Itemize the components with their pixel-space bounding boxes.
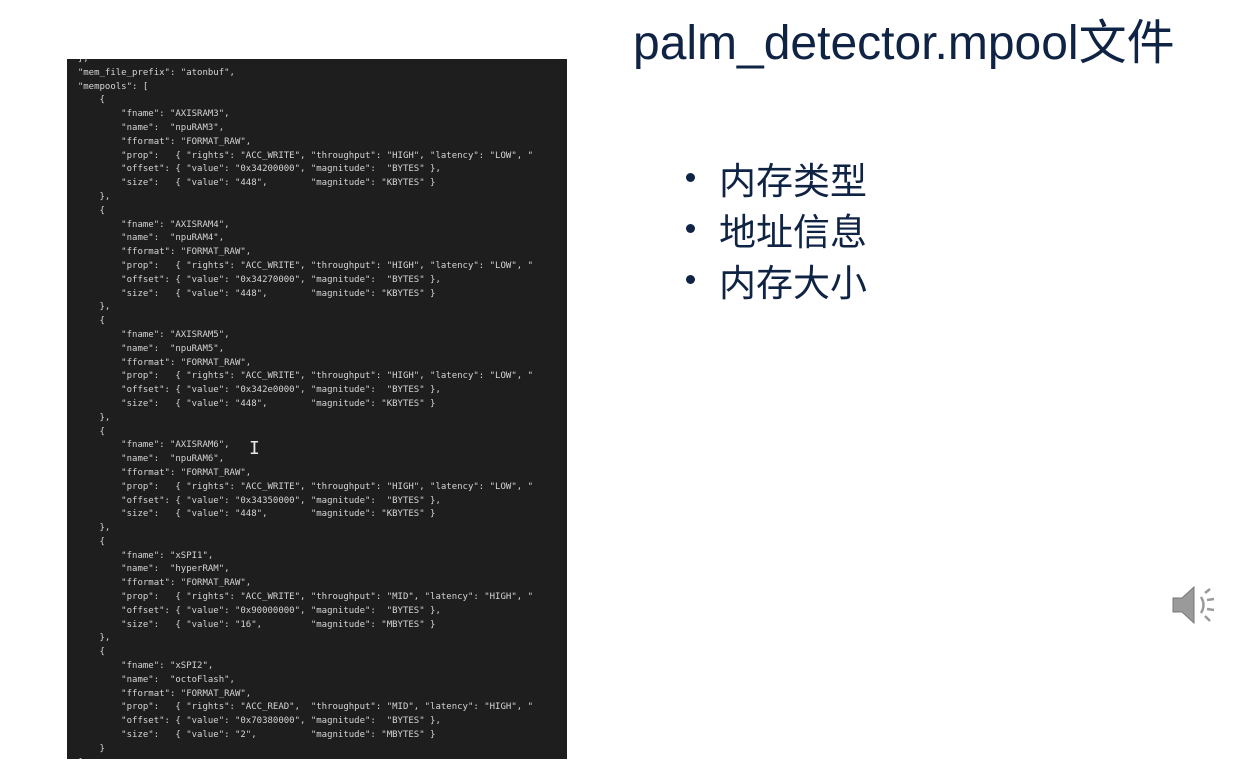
code-lines: }, "mem_file_prefix": "atonbuf", "mempoo… [67, 59, 533, 759]
code-line: "fformat": "FORMAT_RAW", [67, 357, 252, 368]
speaker-icon[interactable] [1170, 580, 1222, 630]
bullet-dot-icon [686, 275, 695, 284]
code-line: "prop": { "rights": "ACC_WRITE", "throug… [67, 481, 533, 492]
code-line: }, [67, 59, 89, 64]
bullet-text: 地址信息 [719, 210, 867, 254]
code-line: { [67, 536, 105, 547]
code-line: "fname": "AXISRAM5", [67, 329, 230, 340]
code-line: }, [67, 523, 111, 534]
code-line: "fformat": "FORMAT_RAW", [67, 578, 252, 589]
code-line: "mempools": [ [67, 81, 149, 92]
code-line: "size": { "value": "16", "magnitude": "M… [67, 619, 436, 630]
code-line: "size": { "value": "448", "magnitude": "… [67, 288, 436, 299]
code-line: "mem_file_prefix": "atonbuf", [67, 67, 235, 78]
code-line: "size": { "value": "448", "magnitude": "… [67, 509, 436, 520]
code-line: "offset": { "value": "0x34270000", "magn… [67, 274, 441, 285]
code-line: { [67, 95, 105, 106]
code-line: { [67, 426, 105, 437]
code-line: ] [67, 757, 533, 759]
code-line: { [67, 316, 105, 327]
code-line: "prop": { "rights": "ACC_WRITE", "throug… [67, 150, 533, 161]
code-line: "offset": { "value": "0x34350000", "magn… [67, 495, 441, 506]
bullet-item: 内存类型 [683, 152, 867, 203]
bullet-dot-icon [686, 224, 695, 233]
bullet-text: 内存类型 [719, 159, 867, 203]
code-line: "fname": "AXISRAM4", [67, 219, 230, 230]
code-line: "offset": { "value": "0x70380000", "magn… [67, 716, 441, 727]
code-line: "name": "npuRAM6", [67, 454, 225, 465]
code-screenshot: }, "mem_file_prefix": "atonbuf", "mempoo… [67, 59, 567, 759]
code-line: "name": "octoFlash", [67, 674, 235, 685]
code-line: "prop": { "rights": "ACC_WRITE", "throug… [67, 592, 533, 603]
code-line: "fformat": "FORMAT_RAW", [67, 467, 252, 478]
code-line: "fformat": "FORMAT_RAW", [67, 247, 252, 258]
code-line: "name": "npuRAM3", [67, 122, 225, 133]
code-line: "fname": "xSPI2", [67, 661, 214, 672]
code-line: { [67, 647, 105, 658]
bullet-list: 内存类型 地址信息 内存大小 [683, 152, 867, 305]
code-line: "fname": "AXISRAM6", [67, 440, 230, 451]
code-line: "prop": { "rights": "ACC_WRITE", "throug… [67, 260, 533, 271]
bullet-item: 内存大小 [683, 254, 867, 305]
code-line: }, [67, 302, 111, 313]
code-line: "offset": { "value": "0x342e0000", "magn… [67, 385, 441, 396]
code-line: }, [67, 633, 111, 644]
code-line: "offset": { "value": "0x90000000", "magn… [67, 605, 441, 616]
code-line: "fname": "AXISRAM3", [67, 109, 230, 120]
code-line: "fname": "xSPI1", [67, 550, 214, 561]
code-line: }, [67, 191, 111, 202]
code-line: "name": "hyperRAM", [67, 564, 230, 575]
bullet-dot-icon [686, 173, 695, 182]
slide-title: palm_detector.mpool文件 [633, 17, 1175, 70]
code-line: "fformat": "FORMAT_RAW", [67, 688, 252, 699]
code-line: "prop": { "rights": "ACC_READ", "through… [67, 702, 533, 713]
text-cursor-icon: I [249, 438, 260, 459]
code-line: }, [67, 412, 111, 423]
code-line: "fformat": "FORMAT_RAW", [67, 136, 252, 147]
code-line: "size": { "value": "448", "magnitude": "… [67, 398, 436, 409]
code-line: { [67, 205, 105, 216]
bullet-item: 地址信息 [683, 203, 867, 254]
code-line: "size": { "value": "2", "magnitude": "MB… [67, 730, 436, 741]
code-line: "offset": { "value": "0x34200000", "magn… [67, 164, 441, 175]
code-line: "name": "npuRAM5", [67, 343, 225, 354]
code-line: "prop": { "rights": "ACC_WRITE", "throug… [67, 371, 533, 382]
code-line: "name": "npuRAM4", [67, 233, 225, 244]
bullet-text: 内存大小 [719, 261, 867, 305]
code-line: } [67, 743, 105, 754]
code-line: "size": { "value": "448", "magnitude": "… [67, 178, 436, 189]
